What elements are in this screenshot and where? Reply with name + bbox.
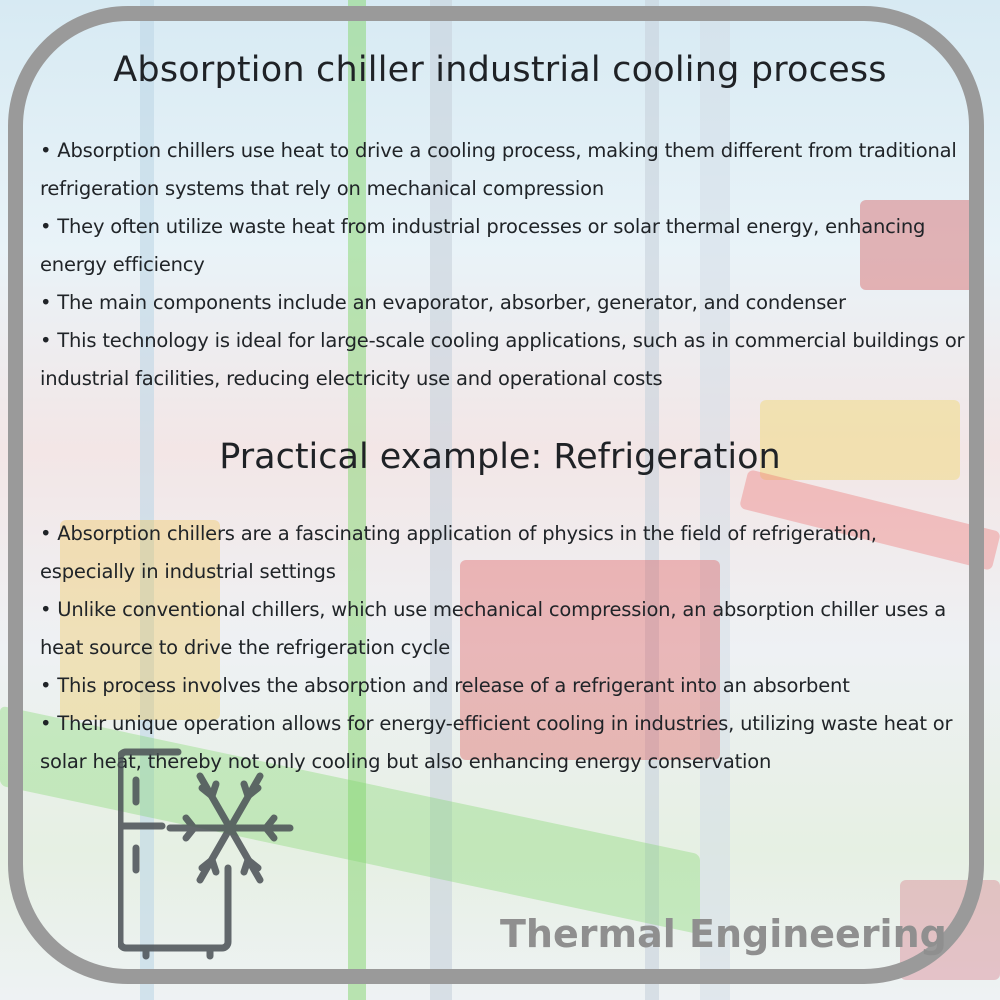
bullet-item: • They often utilize waste heat from ind… xyxy=(40,215,926,276)
bullet-item: • Their unique operation allows for ener… xyxy=(40,712,953,773)
bullet-list-overview: • Absorption chillers use heat to drive … xyxy=(40,132,970,398)
main-title: Absorption chiller industrial cooling pr… xyxy=(113,50,887,90)
bullet-item: • This technology is ideal for large-sca… xyxy=(40,329,965,390)
fridge-snowflake-icon xyxy=(116,748,298,964)
section-title-practical-example: Practical example: Refrigeration xyxy=(219,437,781,477)
brand-watermark: Thermal Engineering xyxy=(500,912,947,956)
bullet-item: • The main components include an evapora… xyxy=(40,291,846,314)
bullet-item: • This process involves the absorption a… xyxy=(40,674,850,697)
bullet-item: • Unlike conventional chillers, which us… xyxy=(40,598,946,659)
bullet-item: • Absorption chillers are a fascinating … xyxy=(40,522,877,583)
bullet-list-practical-example: • Absorption chillers are a fascinating … xyxy=(40,515,970,781)
bullet-item: • Absorption chillers use heat to drive … xyxy=(40,139,957,200)
rounded-frame-border xyxy=(8,6,984,984)
